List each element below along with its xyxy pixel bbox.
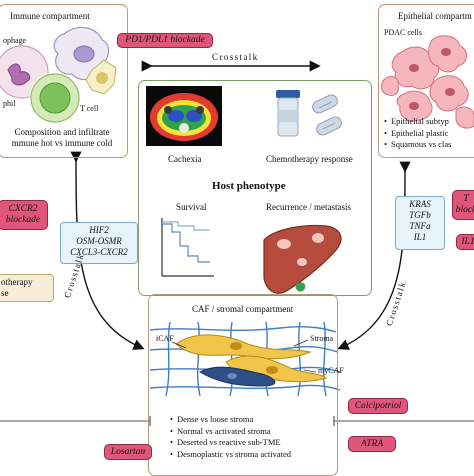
epithelial-items: Epithelial subtyp Epithelial plastic Squ… [384, 116, 451, 151]
chemotherapy-left-line-2: se [1, 288, 53, 299]
stroma-label: Stroma [310, 334, 333, 343]
epithelial-item-2: Epithelial plastic [384, 128, 451, 140]
chemotherapy-left-line-1: otherapy [1, 277, 53, 288]
chemotherapy-tag-left: otherapy se [0, 274, 54, 302]
atra-label: ATRA [361, 439, 383, 450]
right-molecule-4: IL1 [396, 232, 444, 243]
epithelial-item-3: Squamous vs clas [384, 139, 451, 151]
cachexia-label: Cachexia [168, 154, 201, 164]
right-molecule-3: TNFa [396, 221, 444, 232]
survival-label: Survival [176, 202, 207, 212]
losartan-label: Losartan [111, 447, 145, 458]
calcipotriol-label: Calcipotriol [355, 401, 401, 412]
left-molecules-box: HIF2 OSM-OSMR CXCL3-CXCR2 [60, 222, 138, 264]
losartan-tag: Losartan [104, 444, 152, 460]
left-molecule-3: CXCL3-CXCR2 [61, 247, 137, 258]
caf-item-3: Deserted vs reactive sub-TME [170, 437, 291, 449]
epithelial-compartment-title: Epithelial compartm [398, 11, 472, 21]
right-molecules-box: KRAS TGFb TNFa IL1 [395, 196, 445, 250]
il1-tag: IL1 [456, 234, 474, 250]
right-blockade-tag: T block [452, 190, 474, 220]
neutrophil-label: phil [3, 99, 15, 108]
caf-item-1: Dense vs loose stroma [170, 414, 291, 426]
immune-compartment-title: Immune compartment [10, 11, 90, 21]
recurrence-metastasis-label: Recurrence / metastasis [266, 202, 351, 212]
cxcr2-blockade-line-2: blockade [6, 215, 40, 226]
pdac-cells-label: PDAC cells [384, 28, 422, 37]
crosstalk-top-label: Crosstalk [212, 52, 259, 62]
immune-description-line-2: mmune hot vs immune cold [2, 138, 122, 149]
icaf-label: iCAF [156, 334, 174, 343]
right-blockade-line-1: T [463, 194, 468, 205]
right-blockade-line-2: block [456, 205, 474, 216]
right-molecule-1: KRAS [396, 199, 444, 210]
host-phenotype-title: Host phenotype [212, 180, 286, 192]
caf-item-2: Normal vs activated stroma [170, 426, 291, 438]
left-molecule-2: OSM-OSMR [61, 236, 137, 247]
atra-tag: ATRA [348, 436, 396, 452]
immune-description: Composition and infiltrate mmune hot vs … [2, 127, 122, 149]
mycaf-label: myCAF [318, 366, 344, 375]
chemotherapy-response-label: Chemotherapy response [266, 154, 353, 164]
il1-tag-label: IL1 [461, 237, 474, 248]
pd1-pdl1-blockade-label: PD1/PDL1 blockade [125, 35, 204, 46]
caf-items: Dense vs loose stroma Normal vs activate… [170, 414, 291, 460]
tcell-label: T cell [80, 104, 98, 113]
caf-item-4: Desmoplastic vs stroma activated [170, 449, 291, 461]
cxcr2-blockade-line-1: CXCR2 [8, 204, 37, 215]
pd1-pdl1-blockade-tag: PD1/PDL1 blockade [117, 33, 213, 48]
macrophage-label: ophage [3, 36, 26, 45]
cxcr2-blockade-tag: CXCR2 blockade [0, 200, 48, 230]
right-molecule-2: TGFb [396, 210, 444, 221]
calcipotriol-tag: Calcipotriol [348, 398, 408, 414]
caf-stromal-title: CAF / stromal compartment [192, 304, 293, 314]
epithelial-item-1: Epithelial subtyp [384, 116, 451, 128]
immune-description-line-1: Composition and infiltrate [2, 127, 122, 138]
left-molecule-1: HIF2 [61, 225, 137, 236]
